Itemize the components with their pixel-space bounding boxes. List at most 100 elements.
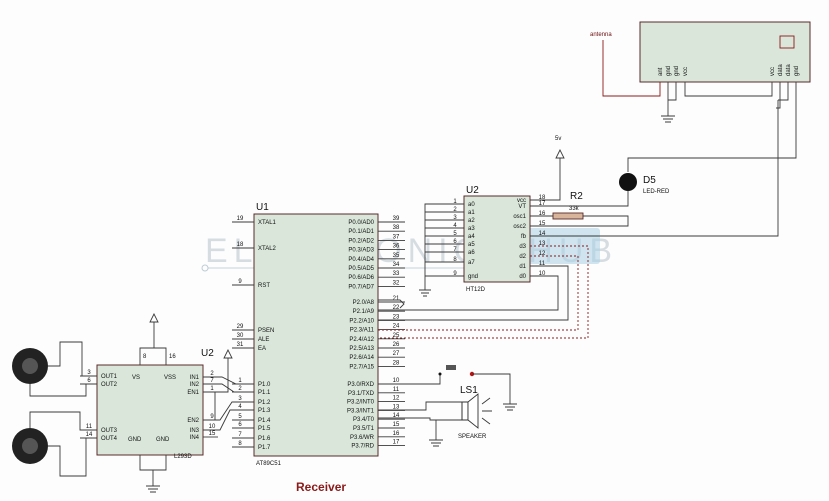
speaker-ground-symbol bbox=[429, 439, 443, 447]
mcu-pin-number: 34 bbox=[393, 262, 400, 268]
rf-gnd-wire2 bbox=[668, 82, 677, 101]
d1-to-p2 bbox=[378, 265, 569, 321]
driver-pin-name: GND bbox=[128, 437, 142, 443]
mcu-pin-number: 30 bbox=[237, 333, 244, 339]
decoder-pin-number: 2 bbox=[453, 207, 457, 213]
driver-pin-name: EN1 bbox=[187, 390, 199, 396]
driver-pin-name: IN1 bbox=[190, 375, 200, 381]
mcu-pin-number: 36 bbox=[393, 244, 400, 250]
mcu-pin-number: 35 bbox=[393, 253, 400, 259]
mcu-pin-name: P2.7/A15 bbox=[349, 364, 374, 370]
mcu-body bbox=[253, 213, 379, 457]
decoder-pin-number: 18 bbox=[539, 195, 546, 201]
driver-pin-name: OUT3 bbox=[101, 428, 118, 434]
led-to-vt bbox=[530, 191, 629, 207]
mcu-pin-name: PSEN bbox=[258, 328, 274, 334]
mcu-pin-number: 33 bbox=[393, 271, 400, 277]
p20-wire bbox=[378, 299, 405, 309]
antenna-wire bbox=[602, 40, 661, 97]
driver-pin-number: 11 bbox=[86, 424, 93, 430]
decoder-pin-name: a5 bbox=[468, 242, 475, 248]
resistor-value: 33k bbox=[569, 206, 580, 212]
mcu-pin-number: 24 bbox=[393, 324, 400, 330]
d2-to-p2 bbox=[378, 255, 579, 331]
mcu-pin-number: 4 bbox=[238, 404, 242, 410]
decoder-part: HT12D bbox=[466, 287, 486, 293]
mcu-pin-number: 13 bbox=[393, 404, 400, 410]
p30-wire bbox=[378, 374, 441, 385]
en-supply-arrow bbox=[223, 348, 233, 359]
mcu-pin-number: 8 bbox=[238, 441, 242, 447]
switch-ground-wire bbox=[472, 373, 511, 404]
mcu-pin-name: P2.4/A12 bbox=[349, 337, 374, 343]
mcu-pin-number: 11 bbox=[393, 387, 400, 393]
decoder-pin-number: 11 bbox=[539, 261, 546, 267]
mcu-pin-number: 15 bbox=[393, 422, 400, 428]
mcu-pin-name: P1.6 bbox=[258, 436, 271, 442]
mcu-pin-number: 22 bbox=[393, 305, 400, 311]
mcu-pin-name: P2.1/A9 bbox=[353, 309, 375, 315]
mcu-pin-name: P2.3/A11 bbox=[350, 328, 375, 334]
motor1-wire-b bbox=[29, 383, 97, 397]
mcu-pin-name: ALE bbox=[258, 337, 269, 343]
decoder-pin-name: a7 bbox=[468, 260, 475, 266]
switch-ground-symbol bbox=[503, 403, 517, 411]
decoder-pin-number: 3 bbox=[453, 215, 457, 221]
motor2-wire-b bbox=[48, 437, 97, 477]
rf-module-body bbox=[639, 21, 811, 83]
rf-vcc-wire bbox=[684, 82, 773, 97]
decoder-pin-name: fb bbox=[521, 234, 527, 240]
mcu-pin-name: P0.2/AD2 bbox=[348, 238, 374, 244]
decoder-pin-number: 14 bbox=[539, 231, 546, 237]
wires bbox=[12, 40, 797, 493]
mcu-pin-name: P1.0 bbox=[258, 382, 271, 388]
driver-pin-name: IN2 bbox=[190, 382, 200, 388]
mcu-pin-number: 12 bbox=[393, 396, 400, 402]
rf-pin-name: data bbox=[778, 64, 784, 76]
mcu-pin-name: P3.3/INT1 bbox=[347, 408, 375, 414]
decoder-pin-number: 12 bbox=[539, 251, 546, 257]
mcu-pin-number: 38 bbox=[393, 225, 400, 231]
speaker-wire-a bbox=[378, 401, 462, 411]
resistor-ref: R2 bbox=[570, 191, 583, 202]
decoder-pin-name: a6 bbox=[468, 250, 475, 256]
driver-body bbox=[96, 364, 204, 456]
en-supply-wire bbox=[215, 358, 229, 393]
data-to-decoder bbox=[530, 100, 779, 237]
decoder-pin-number: 4 bbox=[453, 223, 457, 229]
mcu-pin-name: P0.7/AD7 bbox=[348, 284, 374, 290]
mcu-pin-name: P1.5 bbox=[258, 426, 271, 432]
driver-pin-name: OUT2 bbox=[101, 382, 118, 388]
decoder-pin-name: osc2 bbox=[513, 224, 526, 230]
mcu-right-pins: 39P0.0/AD038P0.1/AD137P0.2/AD236P0.3/AD3… bbox=[347, 216, 405, 450]
mcu-pin-name: P3.5/T1 bbox=[353, 426, 375, 432]
mcu-pin-number: 21 bbox=[393, 296, 400, 302]
mcu-pin-number: 6 bbox=[238, 422, 242, 428]
driver-pin-name: IN4 bbox=[190, 435, 200, 441]
decoder-pin-number: 15 bbox=[539, 221, 546, 227]
mcu-pin-name: P0.6/AD6 bbox=[348, 275, 374, 281]
mcu-pin-name: P1.3 bbox=[258, 408, 271, 414]
rf-pin-name: gnd bbox=[794, 66, 800, 76]
driver-pin-number: 6 bbox=[87, 378, 91, 384]
mcu-pin-name: P1.2 bbox=[258, 400, 271, 406]
mcu-part: AT89C51 bbox=[256, 461, 282, 467]
decoder-pin-number: 8 bbox=[453, 257, 457, 263]
diagram-title: Receiver bbox=[296, 480, 346, 494]
mcu-pin-number: 29 bbox=[237, 324, 244, 330]
speaker-sound-lines bbox=[481, 397, 492, 425]
mcu-pin-name: P3.2/INT0 bbox=[347, 400, 375, 406]
mcu-pin-name: XTAL1 bbox=[258, 220, 277, 226]
mcu-pin-name: P3.1/TXD bbox=[348, 391, 375, 397]
driver-pin-number: 8 bbox=[143, 354, 147, 360]
rf-data-wire bbox=[776, 82, 781, 109]
switch-contact-left bbox=[438, 372, 442, 376]
mcu-left-pins: 19XTAL118XTAL29RST29PSEN30ALE31EA1P1.02P… bbox=[232, 216, 277, 451]
resistor-r2 bbox=[552, 212, 584, 220]
supply-wire bbox=[530, 158, 561, 201]
driver-gnd-wire bbox=[139, 455, 167, 486]
mcu-pin-number: 16 bbox=[393, 431, 400, 437]
decoder-body bbox=[463, 195, 531, 283]
